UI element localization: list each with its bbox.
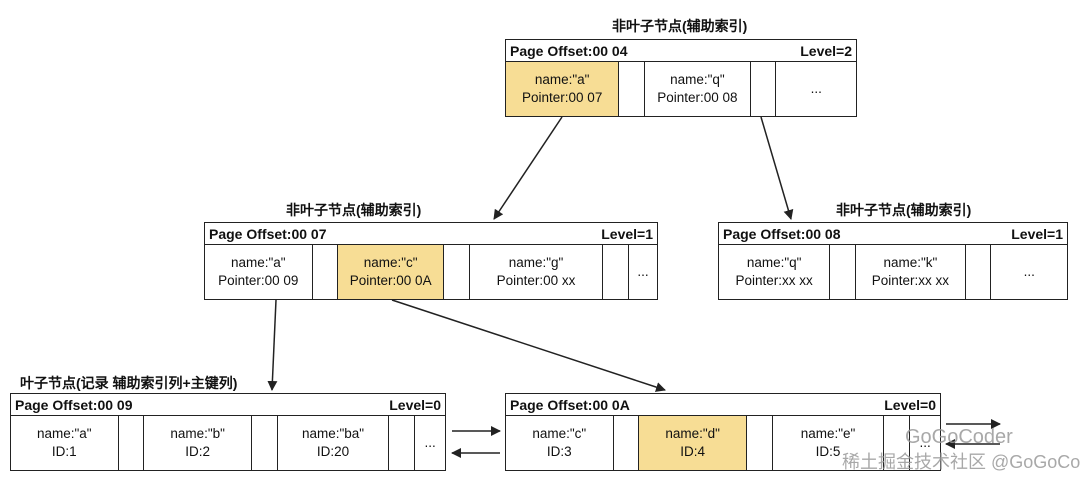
record-key: ...	[637, 264, 649, 279]
record-value: ID:20	[316, 444, 350, 459]
page-header: Page Offset:00 04 Level=2	[506, 40, 856, 62]
record-cell: name:"k" Pointer:xx xx	[856, 245, 966, 299]
page-offset-label: Page Offset:00 04	[510, 43, 628, 59]
record-cell: name:"b" ID:2	[144, 416, 252, 470]
page-cells: name:"q" Pointer:xx xx name:"k" Pointer:xx …	[719, 245, 1067, 299]
page-level-label: Level=1	[601, 226, 653, 242]
page-level-label: Level=1	[1011, 226, 1063, 242]
record-value: ID:1	[51, 444, 77, 459]
pointer-slot	[751, 62, 777, 116]
page-cells: name:"a" Pointer:00 07 name:"q" Pointer:00 …	[506, 62, 856, 116]
page-level-label: Level=0	[884, 397, 936, 413]
record-key: name:"a"	[230, 255, 286, 270]
arrow-mid-left-to-leaf-right	[391, 299, 666, 392]
pointer-slot	[619, 62, 646, 116]
record-value: Pointer:00 xx	[496, 273, 576, 288]
record-key: name:"c"	[532, 426, 587, 441]
record-cell: ...	[910, 416, 940, 470]
page-cells: name:"a" Pointer:00 09 name:"c" Pointer:00 …	[205, 245, 657, 299]
page-level-label: Level=2	[800, 43, 852, 59]
pointer-slot	[884, 416, 911, 470]
record-cell: name:"q" Pointer:00 08	[645, 62, 751, 116]
pointer-slot	[830, 245, 857, 299]
watermark-line1: GoGoCoder	[905, 426, 1013, 448]
page-mid-left: Page Offset:00 07 Level=1 name:"a" Pointer:…	[204, 222, 658, 300]
record-key: name:"k"	[883, 255, 938, 270]
page-header: Page Offset:00 0A Level=0	[506, 394, 940, 416]
record-value: Pointer:00 09	[218, 273, 299, 288]
record-key: name:"d"	[665, 426, 720, 441]
record-value: Pointer:xx xx	[735, 273, 813, 288]
record-value: Pointer:00 08	[657, 90, 738, 105]
pointer-slot	[252, 416, 278, 470]
mid-left-node-title: 非叶子节点(辅助索引)	[286, 202, 422, 218]
record-cell: name:"q" Pointer:xx xx	[719, 245, 831, 299]
page-cells: name:"a" ID:1 name:"b" ID:2 name:"ba" ID:20..…	[11, 416, 445, 470]
page-root: Page Offset:00 04 Level=2 name:"a" Pointer:…	[505, 39, 857, 117]
page-offset-label: Page Offset:00 09	[15, 397, 133, 413]
pointer-slot	[389, 416, 416, 470]
record-key: name:"c"	[363, 255, 418, 270]
page-mid-right: Page Offset:00 08 Level=1 name:"q" Pointer:…	[718, 222, 1068, 300]
record-value: Pointer:xx xx	[871, 273, 950, 288]
arrow-mid-left-to-leaf-left	[267, 299, 278, 391]
pointer-slot	[119, 416, 145, 470]
record-key: ...	[919, 435, 931, 450]
pointer-slot	[614, 416, 640, 470]
root-node-title: 非叶子节点(辅助索引)	[612, 18, 748, 34]
record-key: name:"a"	[36, 426, 92, 441]
record-value: ID:4	[680, 444, 706, 459]
watermark-line2: 稀土掘金技术社区 @GoGoCoder	[842, 452, 1080, 472]
record-cell: name:"e" ID:5	[773, 416, 885, 470]
page-cells: name:"c" ID:3 name:"d" ID:4 name:"e" ID:5...	[506, 416, 940, 470]
pointer-slot	[313, 245, 339, 299]
record-cell: name:"a" Pointer:00 07	[506, 62, 620, 116]
record-cell: ...	[415, 416, 445, 470]
record-key: name:"q"	[746, 255, 802, 270]
record-value: Pointer:00 07	[522, 90, 603, 105]
record-key: ...	[424, 435, 436, 450]
record-key: name:"a"	[534, 72, 590, 87]
pointer-slot	[966, 245, 992, 299]
record-key: ...	[810, 81, 822, 96]
record-cell: ...	[629, 245, 657, 299]
page-header: Page Offset:00 08 Level=1	[719, 223, 1067, 245]
pointer-slot	[444, 245, 470, 299]
pointer-slot	[603, 245, 630, 299]
record-value: ID:3	[546, 444, 572, 459]
record-key: name:"ba"	[301, 426, 365, 441]
record-key: name:"g"	[508, 255, 564, 270]
record-key: name:"e"	[800, 426, 856, 441]
record-key: ...	[1023, 264, 1035, 279]
record-cell: ...	[991, 245, 1067, 299]
record-value: ID:5	[815, 444, 841, 459]
mid-right-node-title: 非叶子节点(辅助索引)	[836, 202, 972, 218]
record-key: name:"q"	[670, 72, 725, 87]
record-cell: name:"a" ID:1	[11, 416, 119, 470]
record-cell: name:"g" Pointer:00 xx	[470, 245, 604, 299]
record-cell: name:"d" ID:4	[639, 416, 747, 470]
record-cell: name:"c" ID:3	[506, 416, 614, 470]
arrow-root-to-mid-left	[493, 116, 563, 220]
record-cell: name:"ba" ID:20	[278, 416, 390, 470]
page-offset-label: Page Offset:00 08	[723, 226, 841, 242]
pointer-slot	[747, 416, 773, 470]
page-header: Page Offset:00 09 Level=0	[11, 394, 445, 416]
record-cell: name:"c" Pointer:00 0A	[338, 245, 444, 299]
leaf-node-title: 叶子节点(记录 辅助索引列+主键列)	[20, 375, 238, 391]
record-cell: name:"a" Pointer:00 09	[205, 245, 313, 299]
record-cell: ...	[776, 62, 856, 116]
record-value: Pointer:00 0A	[349, 273, 432, 288]
page-offset-label: Page Offset:00 0A	[510, 397, 630, 413]
page-level-label: Level=0	[389, 397, 441, 413]
arrow-root-to-mid-right	[760, 116, 794, 220]
record-value: ID:2	[185, 444, 211, 459]
page-offset-label: Page Offset:00 07	[209, 226, 327, 242]
page-header: Page Offset:00 07 Level=1	[205, 223, 657, 245]
record-key: name:"b"	[170, 426, 225, 441]
